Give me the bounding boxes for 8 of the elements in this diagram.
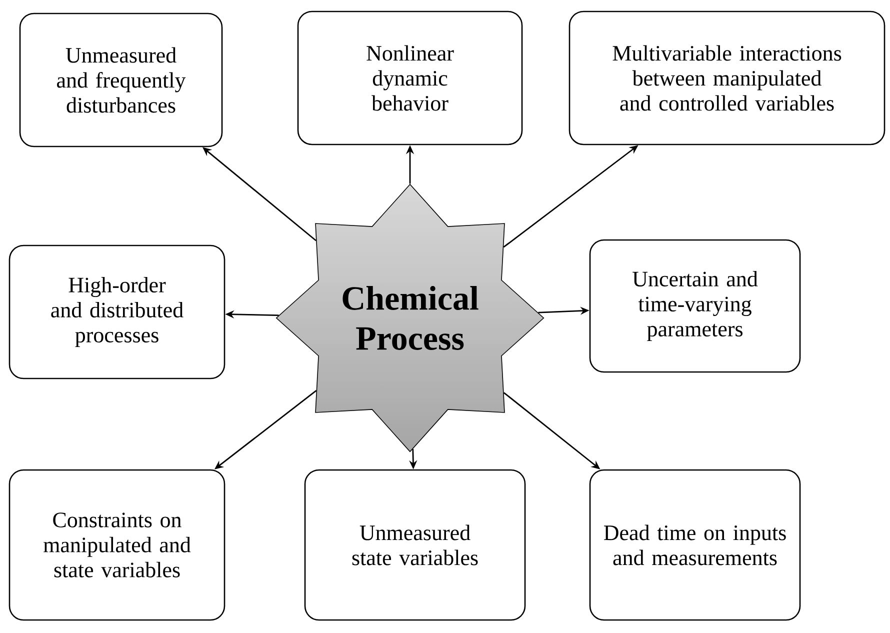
text-box: Nonlinear dynamic behavior — [297, 10, 523, 146]
text-box: Constraints on manipulated and state variables — [8, 469, 226, 621]
text-box: Multivariable interactions between manipulated and controlled variables — [568, 10, 886, 146]
text-box: High-order and distributed processes — [8, 244, 226, 380]
text-box: Dead time on inputs and measurements — [589, 469, 801, 621]
text-box: Unmeasured and frequently disturbances — [19, 12, 223, 148]
text-box: Unmeasured state variables — [304, 469, 526, 621]
text-box: Uncertain and time-varying parameters — [589, 239, 801, 373]
